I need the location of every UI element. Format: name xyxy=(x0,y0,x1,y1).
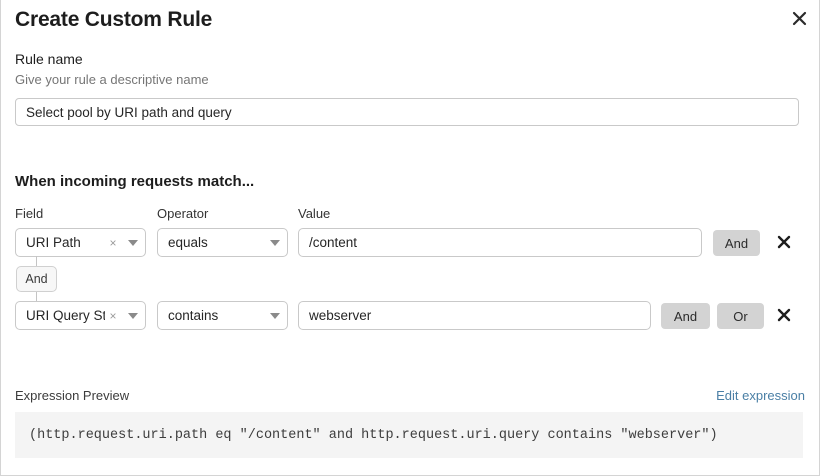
column-header-value: Value xyxy=(298,206,331,221)
value-input-1[interactable] xyxy=(298,228,702,257)
clear-icon[interactable]: × xyxy=(109,235,117,250)
value-input-2[interactable] xyxy=(298,301,651,330)
operator-select-2-value: contains xyxy=(168,308,219,323)
field-select-2[interactable]: URI Query St... × xyxy=(15,301,146,330)
operator-select-2[interactable]: contains xyxy=(157,301,288,330)
chevron-down-icon xyxy=(121,312,145,319)
chevron-down-icon xyxy=(121,239,145,246)
close-icon[interactable] xyxy=(785,4,813,32)
or-button-row-2[interactable]: Or xyxy=(717,303,764,329)
match-section-heading: When incoming requests match... xyxy=(15,173,255,190)
condition-column-headers: Field Operator Value xyxy=(1,206,820,224)
and-button-row-2[interactable]: And xyxy=(661,303,710,329)
close-icon-glyph xyxy=(792,11,806,25)
operator-select-1[interactable]: equals xyxy=(157,228,288,257)
chevron-down-icon xyxy=(263,239,287,246)
remove-condition-button-2[interactable] xyxy=(771,301,797,329)
and-button-row-1[interactable]: And xyxy=(713,230,760,256)
rule-name-label: Rule name xyxy=(15,51,83,67)
rule-name-input[interactable] xyxy=(15,98,799,126)
connector-and-badge[interactable]: And xyxy=(16,266,57,292)
connector-line-top xyxy=(36,256,37,266)
remove-condition-button-1[interactable] xyxy=(771,228,797,256)
field-select-1[interactable]: URI Path × xyxy=(15,228,146,257)
page-title: Create Custom Rule xyxy=(15,8,213,31)
rule-name-section: Rule name Give your rule a descriptive n… xyxy=(15,50,807,126)
column-header-operator: Operator xyxy=(157,206,209,221)
field-select-1-value: URI Path xyxy=(26,235,81,250)
chevron-down-icon xyxy=(263,312,287,319)
rule-name-help-text: Give your rule a descriptive name xyxy=(15,72,209,87)
modal-header: Create Custom Rule xyxy=(1,0,820,44)
condition-connector: And xyxy=(1,256,201,306)
condition-row: URI Query St... × contains And Or xyxy=(1,301,820,331)
column-header-field: Field xyxy=(15,206,44,221)
clear-icon[interactable]: × xyxy=(109,308,117,323)
expression-preview-label: Expression Preview xyxy=(15,388,130,403)
remove-icon xyxy=(777,308,791,322)
operator-select-1-value: equals xyxy=(168,235,208,250)
connector-line-bottom xyxy=(36,292,37,302)
remove-icon xyxy=(777,235,791,249)
expression-preview-code: (http.request.uri.path eq "/content" and… xyxy=(15,412,803,458)
condition-row: URI Path × equals And xyxy=(1,228,820,258)
edit-expression-link[interactable]: Edit expression xyxy=(716,388,805,403)
field-select-2-value: URI Query St... xyxy=(26,308,105,323)
